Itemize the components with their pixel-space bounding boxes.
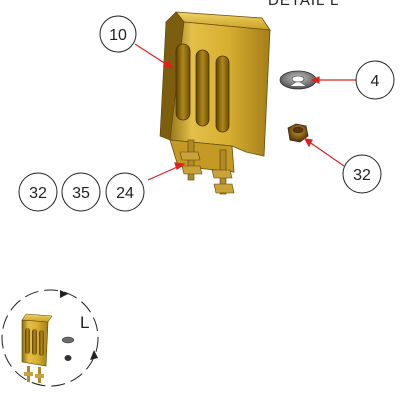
- arrow-head-bottom: [90, 350, 98, 360]
- overview-thumbnail: L: [1, 289, 99, 387]
- callout-32-nut-label: 32: [353, 167, 371, 184]
- callout-4: 4: [355, 60, 395, 100]
- nut: [287, 123, 309, 143]
- slot-right: [215, 55, 230, 133]
- mounting-bracket: [159, 11, 271, 195]
- callout-24: 24: [105, 172, 145, 212]
- stud-right: [211, 149, 235, 195]
- callout-32-nut: 32: [342, 154, 382, 194]
- arrow-head-top: [60, 290, 68, 298]
- washer: [279, 70, 317, 90]
- mini-nut: [64, 355, 72, 361]
- callout-32-stud-label: 32: [29, 185, 47, 202]
- leader-lines: [134, 43, 356, 181]
- callout-10-label: 10: [109, 27, 127, 44]
- callout-24-label: 24: [116, 185, 134, 202]
- detail-circle: [1, 289, 99, 387]
- callout-35: 35: [61, 172, 101, 212]
- callout-10: 10: [99, 15, 137, 53]
- callout-35-label: 35: [72, 185, 90, 202]
- mini-bracket: [21, 313, 53, 383]
- stud-left: [179, 139, 203, 181]
- detail-title: DETAIL L: [268, 0, 339, 9]
- callout-32-stud: 32: [18, 172, 58, 212]
- mini-washer: [61, 336, 75, 344]
- slot-middle: [195, 49, 210, 127]
- callout-4-label: 4: [371, 73, 380, 90]
- slot-left: [175, 43, 191, 121]
- view-letter: L: [80, 313, 89, 332]
